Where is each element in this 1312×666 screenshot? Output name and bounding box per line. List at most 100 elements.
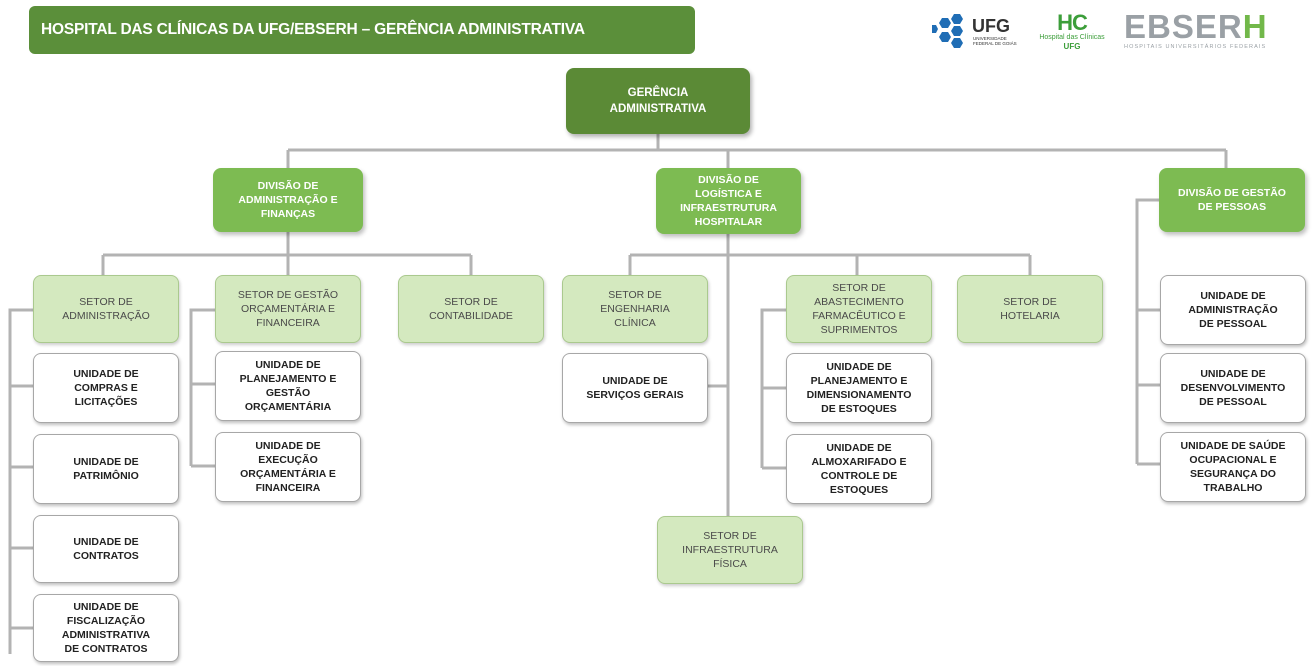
- org-node-label-line: GESTÃO: [265, 387, 311, 399]
- org-node-label-line: SETOR DE: [444, 296, 498, 308]
- org-node-label: UNIDADE DE SAÚDE OCUPACIONAL E SEGURANÇA D…: [1180, 439, 1285, 495]
- org-node-label: UNIDADE DE CONTRATOS: [73, 535, 139, 563]
- org-node-label-line: UNIDADE DE: [826, 361, 892, 373]
- org-node-label-line: DIVISÃO DE: [257, 180, 319, 192]
- org-node-label: DIVISÃO DE GESTÃO DE PESSOAS: [1178, 186, 1286, 214]
- org-node-label-line: UNIDADE DE: [826, 442, 892, 454]
- ufg-logo: UFG UNIVERSIDADE FEDERAL DE GOIÁS: [932, 14, 1024, 48]
- org-node-label-line: CLÍNICA: [614, 317, 656, 329]
- org-node-label-line: SEGURANÇA DO: [1190, 468, 1276, 480]
- org-node-label: SETOR DE ENGENHARIA CLÍNICA: [600, 288, 669, 330]
- org-node-label-line: TRABALHO: [1203, 482, 1263, 494]
- hc-logo-text: HC: [1057, 10, 1088, 35]
- org-node-label-line: SETOR DE: [832, 282, 886, 294]
- ebserh-logo-accent: H: [1242, 8, 1268, 45]
- org-node-label-line: CONTRATOS: [73, 550, 139, 562]
- org-node-label-line: ORÇAMENTÁRIA: [244, 401, 332, 413]
- org-node-unidade-administracao-pessoal: UNIDADE DE ADMINISTRAÇÃO DE PESSOAL: [1160, 275, 1306, 345]
- org-node-label-line: ADMINISTRAÇÃO E: [238, 194, 338, 206]
- org-node-label-line: DIVISÃO DE GESTÃO: [1178, 187, 1286, 199]
- org-node-label-line: SUPRIMENTOS: [820, 324, 898, 336]
- org-node-label-line: UNIDADE DE: [1200, 368, 1266, 380]
- org-node-label-line: FINANÇAS: [260, 208, 316, 220]
- org-node-label-line: LOGÍSTICA E: [695, 188, 762, 200]
- ebserh-logo-sub: HOSPITAIS UNIVERSITÁRIOS FEDERAIS: [1124, 44, 1267, 50]
- org-node-unidade-compras: UNIDADE DE COMPRAS E LICITAÇÕES: [33, 353, 179, 423]
- org-node-label: UNIDADE DE DESENVOLVIMENTO DE PESSOAL: [1181, 367, 1286, 409]
- hc-logo-org: UFG: [1063, 42, 1081, 51]
- org-node-label-line: ADMINISTRATIVA: [61, 629, 151, 641]
- org-node-label-line: ADMINISTRATIVA: [609, 103, 707, 115]
- org-node-label-line: FINANCEIRA: [255, 482, 321, 494]
- org-node-label-line: DE PESSOAL: [1199, 396, 1267, 408]
- org-node-label-line: UNIDADE DE: [73, 536, 139, 548]
- org-node-label-line: ORÇAMENTÁRIA E: [240, 468, 336, 480]
- org-node-label-line: SETOR DE: [79, 296, 133, 308]
- org-node-label-line: UNIDADE DE SAÚDE: [1180, 440, 1286, 452]
- ebserh-logo-text: EBSER: [1124, 8, 1243, 45]
- org-node-divisao-gestao-pessoas: DIVISÃO DE GESTÃO DE PESSOAS: [1159, 168, 1305, 232]
- org-node-label-line: UNIDADE DE: [602, 375, 668, 387]
- org-node-label-line: SETOR DE: [608, 289, 662, 301]
- org-node-label: SETOR DE ABASTECIMENTO FARMACÊUTICO E SUPRI…: [812, 281, 905, 337]
- org-node-label-line: SETOR DE: [1003, 296, 1057, 308]
- org-node-label-line: DE PESSOAS: [1197, 201, 1267, 213]
- org-node-label-line: UNIDADE DE: [1200, 290, 1266, 302]
- org-node-label-line: HOSPITALAR: [694, 216, 763, 228]
- org-node-label: SETOR DE CONTABILIDADE: [429, 295, 513, 323]
- org-node-label-line: DE ESTOQUES: [821, 403, 897, 415]
- ufg-hexagon-icon: [932, 14, 963, 48]
- org-node-label-line: OCUPACIONAL E: [1189, 454, 1277, 466]
- org-node-label-line: DIVISÃO DE: [698, 174, 759, 186]
- org-node-label-line: FARMACÊUTICO E: [812, 310, 906, 322]
- org-node-label-line: ADMINISTRAÇÃO: [1188, 304, 1278, 316]
- hc-logo-sub: Hospital das Clínicas: [1039, 34, 1105, 41]
- org-node-label: DIVISÃO DE ADMINISTRAÇÃO E FINANÇAS: [238, 179, 337, 221]
- org-node-label-line: FÍSICA: [713, 558, 747, 570]
- org-node-label-line: DE PESSOAL: [1199, 318, 1267, 330]
- org-node-label-line: FISCALIZAÇÃO: [66, 615, 146, 627]
- ufg-logo-text: UFG: [972, 16, 1010, 36]
- org-node-label-line: LICITAÇÕES: [74, 396, 138, 408]
- org-node-label-line: ABASTECIMENTO: [814, 296, 904, 308]
- hc-logo: HC Hospital das Clínicas UFG: [1036, 12, 1108, 54]
- org-node-label-line: CONTABILIDADE: [429, 310, 513, 322]
- org-node-label-line: PLANEJAMENTO E: [810, 375, 908, 387]
- org-node-label-line: ESTOQUES: [829, 484, 889, 496]
- org-node-unidade-saude-ocupacional: UNIDADE DE SAÚDE OCUPACIONAL E SEGURANÇA D…: [1160, 432, 1306, 502]
- ufg-logo-sub1: UNIVERSIDADE: [973, 36, 1007, 41]
- org-node-label-line: UNIDADE DE: [73, 368, 139, 380]
- org-node-label-line: GERÊNCIA: [627, 87, 689, 99]
- org-node-label-line: ENGENHARIA: [600, 303, 670, 315]
- org-node-label-line: UNIDADE DE: [255, 440, 321, 452]
- org-node-label-line: DESENVOLVIMENTO: [1180, 382, 1286, 394]
- org-node-divisao-administracao-financas: DIVISÃO DE ADMINISTRAÇÃO E FINANÇAS: [213, 168, 363, 232]
- org-node-unidade-desenvolvimento-pessoal: UNIDADE DE DESENVOLVIMENTO DE PESSOAL: [1160, 353, 1306, 423]
- org-node-setor-contabilidade: SETOR DE CONTABILIDADE: [398, 275, 544, 343]
- ufg-logo-sub2: FEDERAL DE GOIÁS: [973, 41, 1017, 46]
- org-node-label-line: PATRIMÔNIO: [73, 470, 139, 482]
- org-node-unidade-contratos: UNIDADE DE CONTRATOS: [33, 515, 179, 583]
- org-node-label-line: COMPRAS E: [74, 382, 138, 394]
- org-node-label-line: ORÇAMENTÁRIA E: [241, 303, 335, 315]
- org-node-label: GERÊNCIA ADMINISTRATIVA: [610, 85, 707, 117]
- org-node-label-line: PLANEJAMENTO E: [239, 373, 337, 385]
- org-node-label: UNIDADE DE ADMINISTRAÇÃO DE PESSOAL: [1188, 289, 1277, 331]
